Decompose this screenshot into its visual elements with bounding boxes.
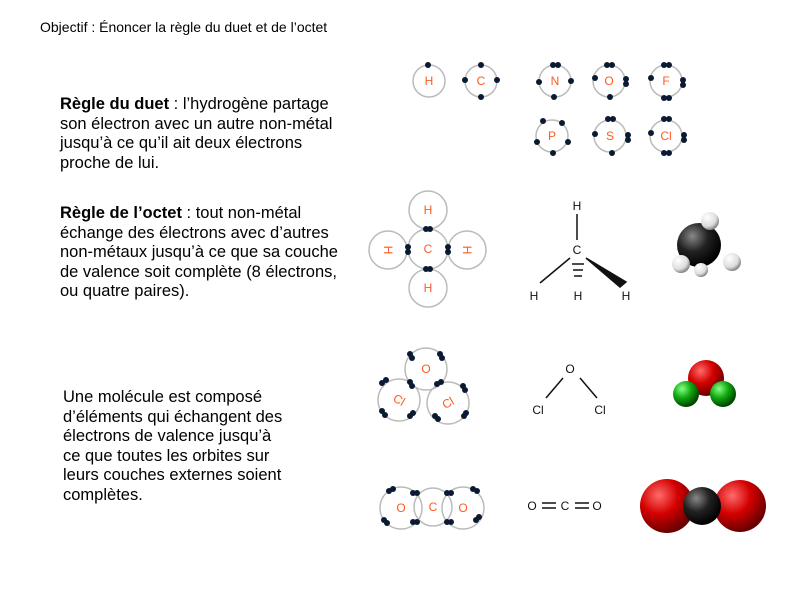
cl-label: Cl <box>532 403 543 417</box>
methane-h: H <box>381 246 395 255</box>
atom-s: S <box>606 129 614 143</box>
atom-cl: Cl <box>660 129 671 143</box>
cl2o-cl: Cl <box>391 391 408 409</box>
duet-rule: Règle du duet : l’hydrogène partage son … <box>60 95 340 173</box>
cl2o-cl: Cl <box>440 394 457 412</box>
atom-p: P <box>548 129 556 143</box>
co2-o: O <box>396 501 405 515</box>
atom-h: H <box>425 74 434 88</box>
o-label: O <box>592 499 601 513</box>
h-label: H <box>530 289 539 303</box>
atom-circles <box>368 64 683 530</box>
co2-ball-model <box>640 479 766 533</box>
octet-heading: Règle de l’octet <box>60 204 182 222</box>
methane-h: H <box>424 203 433 217</box>
duet-text: : l’hydrogène partage son électron avec … <box>60 95 333 172</box>
atom-labels: H C N O F P S Cl H C H H H O Cl Cl O C O <box>381 74 672 515</box>
atom-n: N <box>551 74 560 88</box>
octet-text: : tout non-métal échange des électrons a… <box>60 204 338 300</box>
h-label: H <box>622 289 631 303</box>
atom-f: F <box>662 74 669 88</box>
methane-h: H <box>460 246 474 255</box>
cl2o-o: O <box>421 362 430 376</box>
cl2o-structure: O Cl Cl <box>532 362 605 417</box>
c-label: C <box>573 243 582 257</box>
electrons <box>379 62 687 526</box>
cl2o-ball-model <box>673 360 736 407</box>
page-title: Objectif : Énoncer la règle du duet et d… <box>40 19 328 35</box>
atom-c: C <box>477 74 486 88</box>
co2-o: O <box>458 501 467 515</box>
octet-rule: Règle de l’octet : tout non-métal échang… <box>60 204 340 302</box>
methane-c: C <box>424 242 433 256</box>
h-label: H <box>574 289 583 303</box>
methane-h: H <box>424 281 433 295</box>
c-label: C <box>561 499 570 513</box>
methane-structure: H C H H H <box>530 199 631 303</box>
h-label: H <box>573 199 582 213</box>
cl-label: Cl <box>594 403 605 417</box>
methane-ball-model <box>672 212 741 277</box>
molecule-text: Une molécule est composé d’éléments qui … <box>63 388 283 504</box>
co2-c: C <box>429 500 438 514</box>
co2-structure: O C O <box>527 499 601 513</box>
atom-o: O <box>604 74 613 88</box>
duet-heading: Règle du duet <box>60 95 170 113</box>
o-label: O <box>565 362 574 376</box>
o-label: O <box>527 499 536 513</box>
